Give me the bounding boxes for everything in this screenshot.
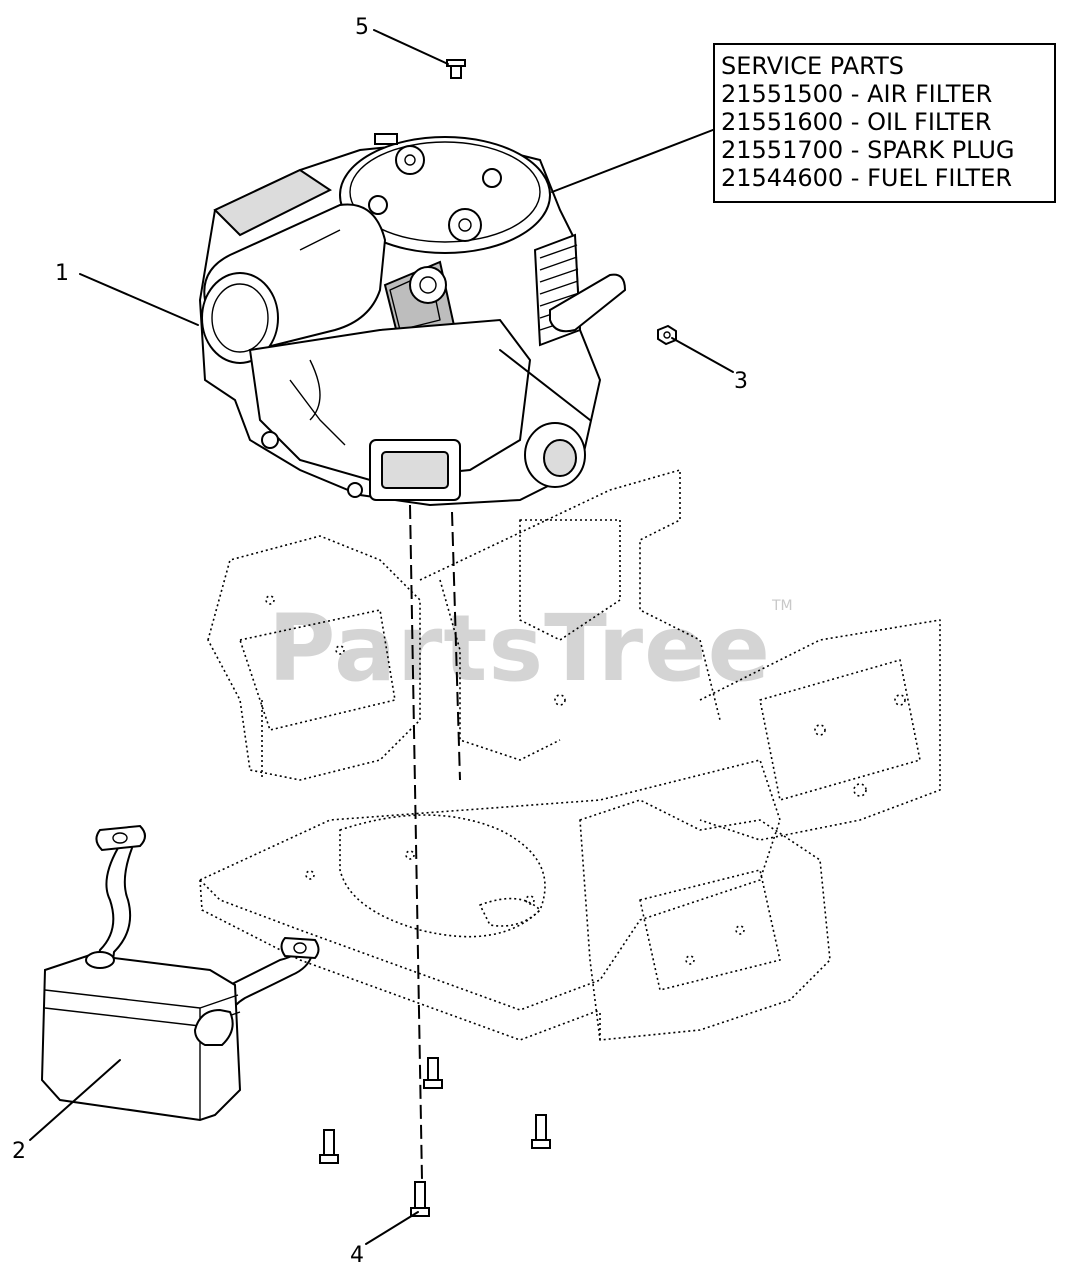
callout-4: 4 bbox=[350, 1243, 364, 1268]
service-part-spark-plug: 21551700 - SPARK PLUG bbox=[721, 136, 1015, 164]
watermark: PartsTree TM bbox=[268, 595, 793, 702]
service-part-air-filter: 21551500 - AIR FILTER bbox=[721, 80, 992, 108]
callout-1: 1 bbox=[55, 261, 69, 286]
callout-3: 3 bbox=[734, 369, 748, 394]
tractor-frame bbox=[199, 469, 941, 1041]
service-part-fuel-filter: 21544600 - FUEL FILTER bbox=[721, 164, 1012, 192]
service-parts-title: SERVICE PARTS bbox=[721, 52, 904, 80]
bolt-4-a bbox=[423, 1057, 443, 1089]
bolt-4-c bbox=[319, 1129, 339, 1164]
callout-2: 2 bbox=[12, 1139, 26, 1164]
bolt-5 bbox=[446, 59, 466, 79]
assembly-lines bbox=[409, 504, 461, 1181]
service-part-oil-filter: 21551600 - OIL FILTER bbox=[721, 108, 992, 136]
watermark-trademark: TM bbox=[771, 598, 793, 614]
engine bbox=[198, 133, 627, 507]
bolt-4-b bbox=[531, 1114, 551, 1149]
nut-3 bbox=[657, 324, 677, 346]
leader-lines bbox=[29, 29, 734, 1245]
muffler bbox=[40, 824, 320, 1122]
bolt-4-d bbox=[410, 1181, 430, 1217]
watermark-text: PartsTree bbox=[268, 595, 771, 702]
callout-5: 5 bbox=[355, 15, 369, 40]
service-parts-box: SERVICE PARTS 21551500 - AIR FILTER 2155… bbox=[713, 43, 1056, 203]
